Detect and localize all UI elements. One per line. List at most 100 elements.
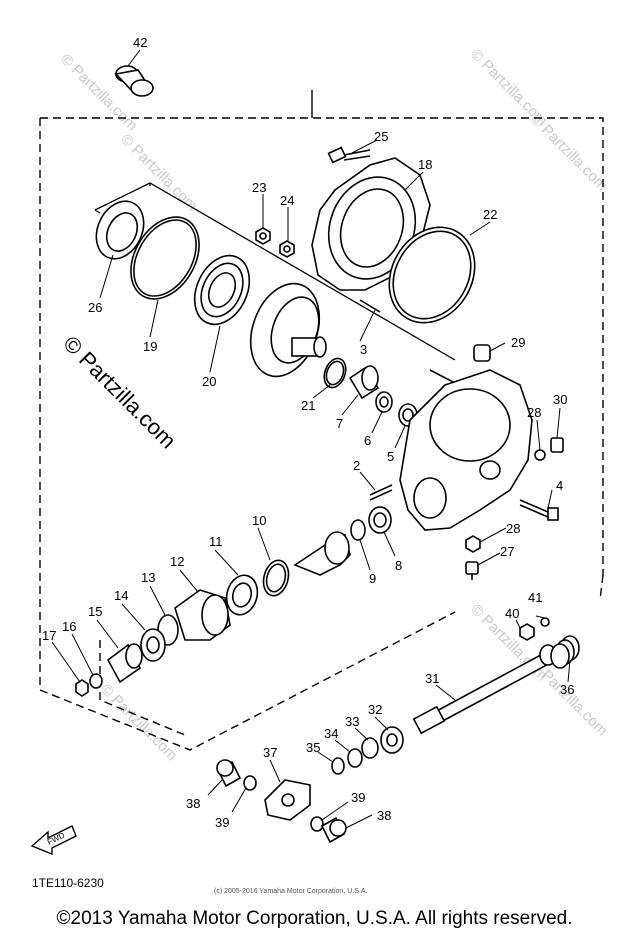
drive-shaft-part[interactable]: [412, 644, 558, 735]
callout-19: 19: [143, 339, 157, 354]
callout-12: 12: [170, 554, 184, 569]
callout-37: 37: [263, 745, 277, 760]
callout-33: 33: [345, 714, 359, 729]
callout-28-upper: 28: [527, 405, 541, 420]
pinion-gear-part[interactable]: [293, 531, 351, 576]
shim-group-bracket: [94, 182, 456, 361]
callout-2: 2: [353, 458, 360, 473]
o-ring-part[interactable]: [260, 558, 292, 599]
shim-part[interactable]: [320, 355, 349, 390]
callout-36: 36: [560, 682, 574, 697]
callout-24: 24: [280, 193, 294, 208]
callout-17: 17: [42, 628, 56, 643]
callout-4: 4: [556, 478, 563, 493]
callout-14: 14: [114, 588, 128, 603]
nut-part[interactable]: [279, 240, 295, 258]
small-copyright: (c) 2005-2016 Yamaha Motor Corporation, …: [214, 888, 367, 895]
callout-20: 20: [202, 374, 216, 389]
callout-39-right: 39: [351, 790, 365, 805]
callout-25: 25: [374, 129, 388, 144]
bushing-part[interactable]: [114, 65, 154, 97]
callout-40: 40: [505, 606, 519, 621]
watermark-small: © Partzilla.com: [57, 51, 140, 134]
circlip-part[interactable]: [331, 757, 345, 775]
callout-22: 22: [483, 207, 497, 222]
spacer-part[interactable]: [375, 391, 393, 413]
washer-part[interactable]: [89, 673, 103, 689]
part-code: 1TE110-6230: [32, 876, 104, 890]
universal-joint-part[interactable]: [264, 779, 311, 821]
callout-11: 11: [209, 534, 223, 549]
callout-28-lower: 28: [506, 521, 520, 536]
fwd-arrow-icon: FWD: [30, 825, 77, 856]
needle-bearing-part[interactable]: [348, 365, 380, 400]
callout-15: 15: [88, 604, 102, 619]
callout-32: 32: [368, 702, 382, 717]
circlip-part[interactable]: [310, 816, 324, 832]
oil-seal-part[interactable]: [380, 726, 404, 754]
nut-part[interactable]: [75, 679, 89, 697]
spring-part[interactable]: [550, 635, 580, 669]
callout-6: 6: [364, 433, 371, 448]
bearing-housing-part[interactable]: [174, 589, 231, 641]
stud-part[interactable]: [359, 299, 456, 384]
callout-38-right: 38: [377, 808, 391, 823]
callout-42: 42: [133, 35, 147, 50]
callout-16: 16: [62, 619, 76, 634]
nut-part[interactable]: [519, 623, 535, 641]
callout-34: 34: [324, 726, 338, 741]
watermark-small: © Partzilla.com: [527, 111, 610, 194]
washer-part[interactable]: [361, 737, 379, 759]
bolt-part[interactable]: [519, 499, 559, 521]
callout-8: 8: [395, 558, 402, 573]
callout-38-left: 38: [186, 796, 200, 811]
bearing-part[interactable]: [368, 506, 392, 534]
ring-gear-part[interactable]: [239, 274, 332, 386]
callout-41: 41: [528, 590, 542, 605]
callout-10: 10: [252, 513, 266, 528]
callout-5: 5: [387, 449, 394, 464]
bearing-part[interactable]: [222, 572, 261, 618]
callout-30: 30: [553, 392, 567, 407]
callout-numbers: 42 25 18 23 24 22 26 19 20 3 29 21 7 6 5…: [42, 35, 574, 830]
callout-21: 21: [301, 398, 315, 413]
callout-23: 23: [252, 180, 266, 195]
watermark-small: © Partzilla.com: [97, 681, 180, 764]
leader-lines: [51, 49, 571, 829]
stud-part[interactable]: [369, 484, 393, 501]
washer-part[interactable]: [465, 535, 481, 553]
callout-13: 13: [141, 570, 155, 585]
plug-part[interactable]: [473, 344, 491, 362]
washer-part[interactable]: [534, 449, 546, 461]
circlip-part[interactable]: [243, 775, 257, 791]
copyright-footer: ©2013 Yamaha Motor Corporation, U.S.A. A…: [56, 908, 573, 929]
callout-26: 26: [88, 300, 102, 315]
bolt-part[interactable]: [465, 561, 479, 580]
bearing-part[interactable]: [347, 748, 363, 768]
callout-9: 9: [369, 571, 376, 586]
bearing-cup-part[interactable]: [320, 816, 347, 844]
callout-7: 7: [336, 416, 343, 431]
callout-29: 29: [511, 335, 525, 350]
o-ring-part[interactable]: [372, 212, 491, 339]
callout-18: 18: [418, 157, 432, 172]
bearing-cup-part[interactable]: [216, 759, 242, 788]
bolt-part[interactable]: [550, 437, 564, 453]
collar-part[interactable]: [140, 628, 166, 662]
callout-39-left: 39: [215, 815, 229, 830]
bearing-part[interactable]: [184, 247, 260, 333]
callout-3: 3: [360, 342, 367, 357]
shim-part[interactable]: [350, 519, 366, 541]
gear-case-part[interactable]: [399, 369, 533, 531]
o-ring-part[interactable]: [117, 205, 213, 311]
watermark-main: © Partzilla.com: [58, 331, 181, 454]
assembly-outline: [39, 90, 604, 751]
callout-31: 31: [425, 671, 439, 686]
bolt-part[interactable]: [327, 146, 371, 164]
washer-part[interactable]: [540, 617, 550, 627]
coupling-part[interactable]: [106, 643, 143, 684]
nut-part[interactable]: [255, 227, 271, 245]
callout-27: 27: [500, 544, 514, 559]
oil-seal-part[interactable]: [87, 194, 152, 267]
